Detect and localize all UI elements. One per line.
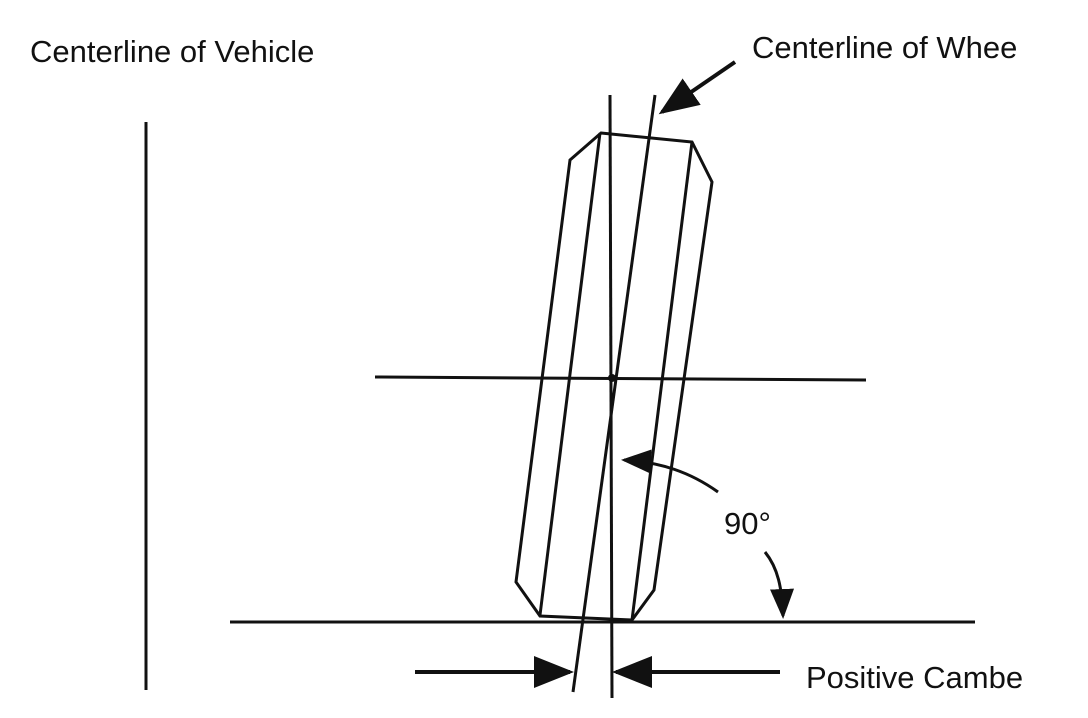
- wheel-centerline-label: Centerline of Whee: [752, 30, 1017, 65]
- right-angle-label: 90°: [724, 506, 771, 541]
- wheel-center-dot: [608, 374, 616, 382]
- true-vertical-line: [608, 94, 614, 699]
- wheel-centerline: [571, 94, 657, 693]
- tire-tread-left-line: [538, 132, 602, 616]
- right-angle-leader: [621, 449, 719, 494]
- ground-angle-leader: [763, 551, 795, 619]
- axle-line: [374, 375, 867, 382]
- vehicle-centerline-label: Centerline of Vehicle: [30, 34, 314, 69]
- positive-camber-label: Positive Cambe: [806, 660, 1023, 695]
- tire-tread-right-line: [630, 141, 694, 621]
- wheel-centerline-arrow: [658, 60, 737, 115]
